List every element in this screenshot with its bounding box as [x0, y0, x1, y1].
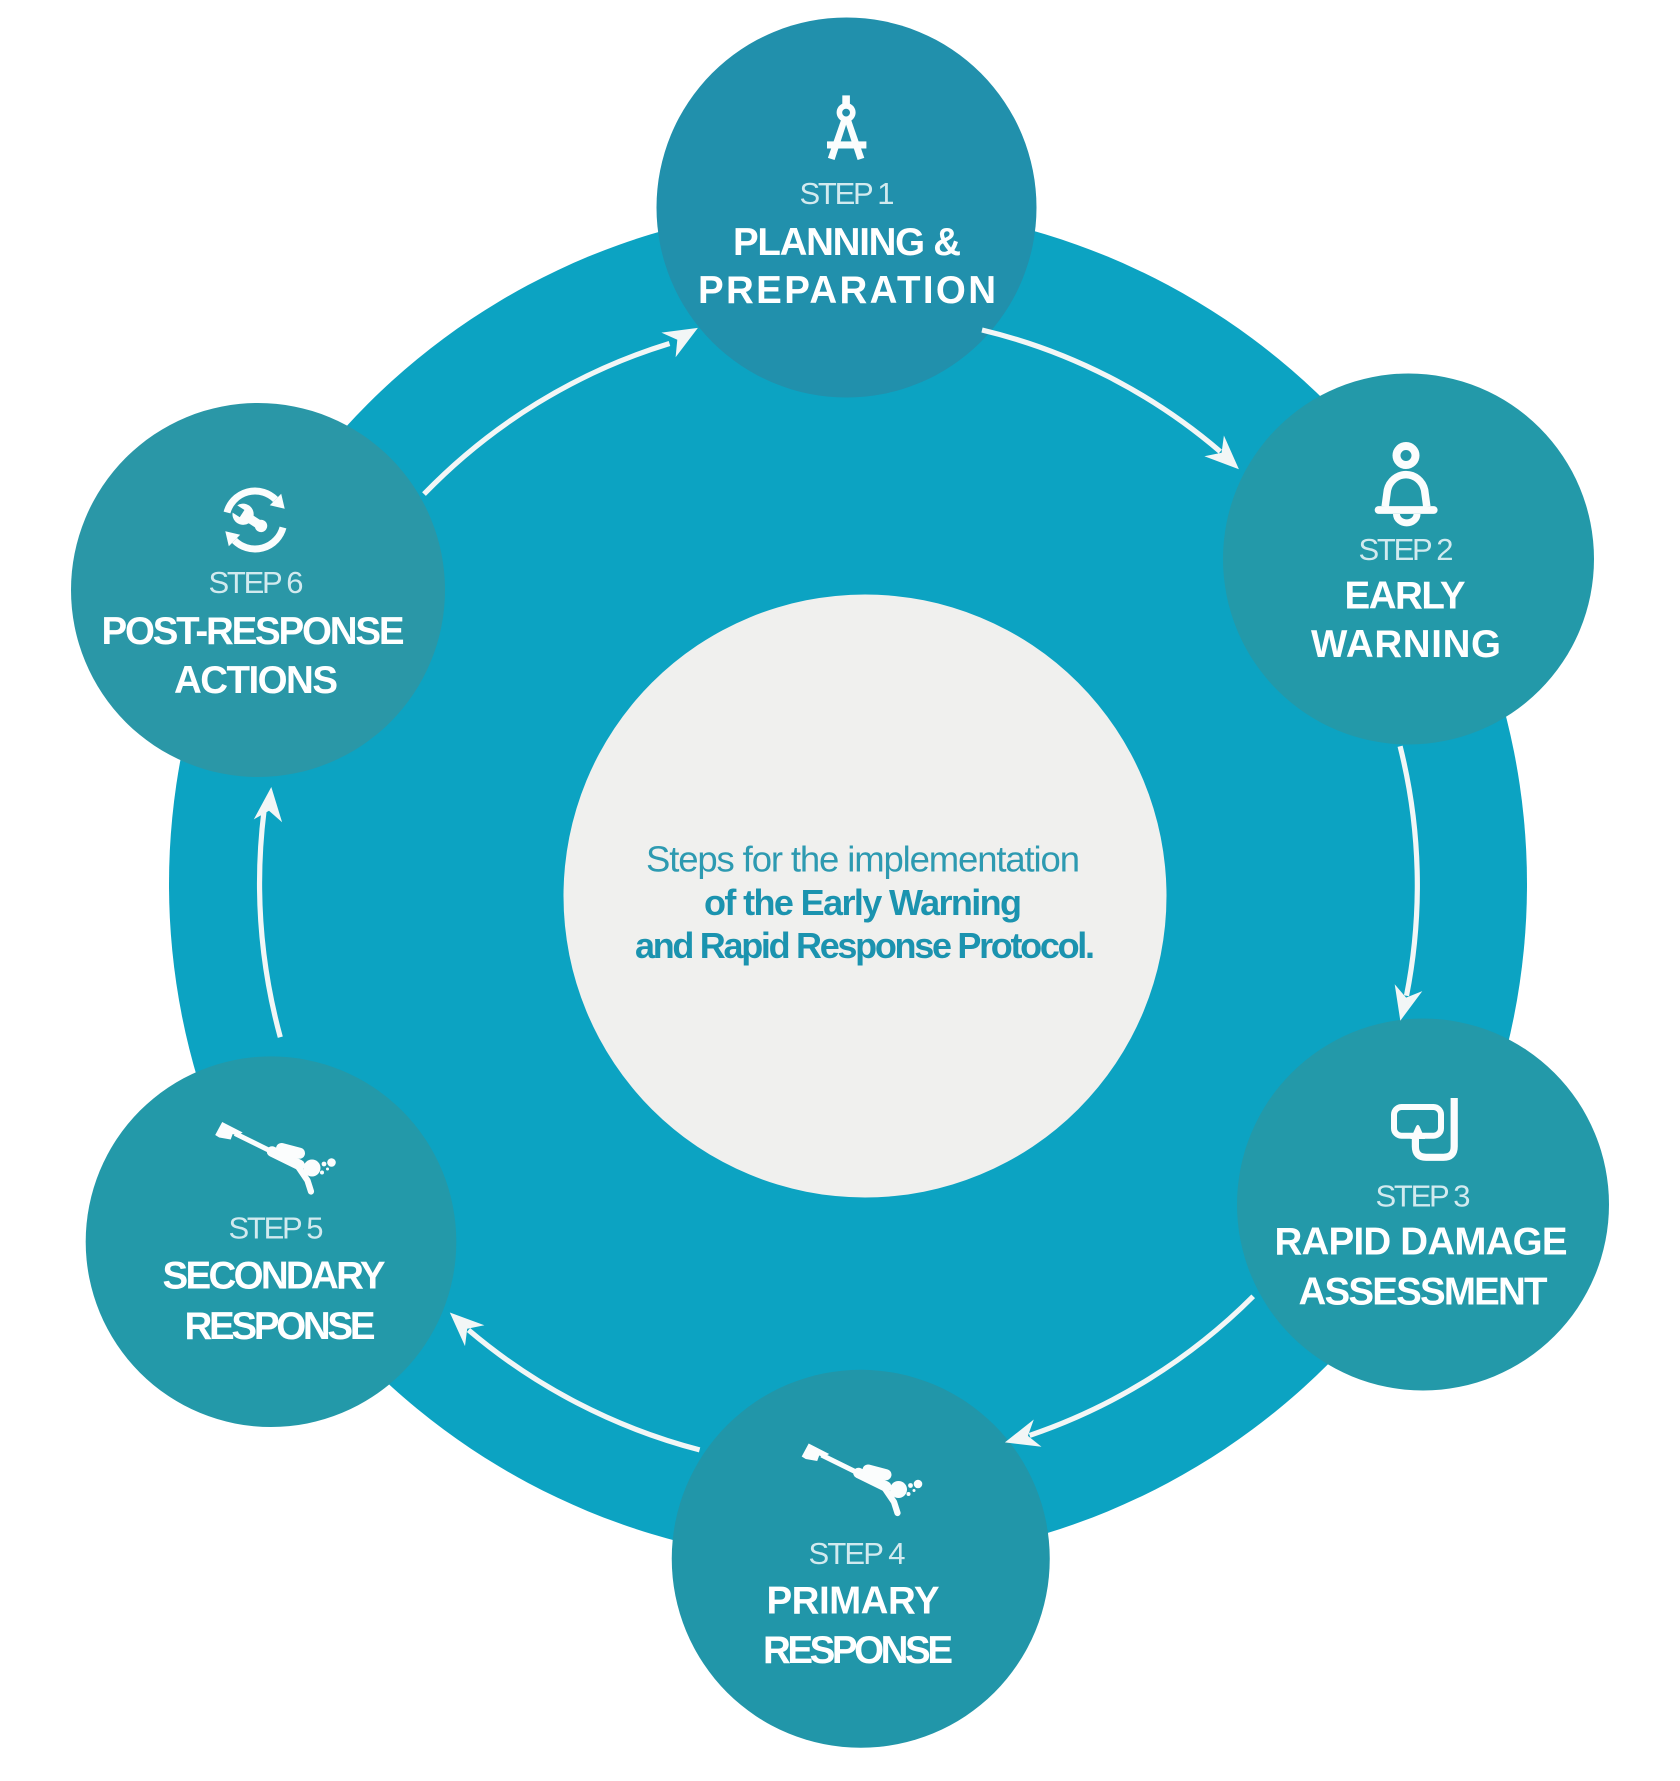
svg-text:PRIMARY: PRIMARY [767, 1580, 940, 1623]
svg-text:PLANNING &: PLANNING & [733, 221, 961, 264]
svg-text:EARLY: EARLY [1345, 575, 1466, 618]
svg-text:ACTIONS: ACTIONS [174, 659, 338, 702]
svg-text:RESPONSE: RESPONSE [763, 1629, 953, 1672]
svg-text:RESPONSE: RESPONSE [185, 1305, 376, 1348]
svg-text:STEP 3: STEP 3 [1376, 1179, 1471, 1214]
svg-text:of the Early Warning: of the Early Warning [704, 882, 1022, 923]
svg-text:SECONDARY: SECONDARY [163, 1255, 386, 1298]
svg-text:ASSESSMENT: ASSESSMENT [1299, 1271, 1548, 1314]
svg-text:POST-RESPONSE: POST-RESPONSE [102, 610, 405, 653]
svg-text:STEP 5: STEP 5 [229, 1211, 324, 1246]
svg-text:STEP 2: STEP 2 [1359, 532, 1454, 567]
svg-text:STEP 1: STEP 1 [800, 176, 895, 211]
svg-text:STEP 6: STEP 6 [209, 565, 304, 600]
svg-text:PREPARATION: PREPARATION [698, 269, 996, 312]
svg-text:and Rapid Response Protocol.: and Rapid Response Protocol. [635, 925, 1095, 966]
svg-text:Steps for the implementation: Steps for the implementation [646, 838, 1080, 879]
svg-text:RAPID DAMAGE: RAPID DAMAGE [1275, 1221, 1568, 1264]
svg-text:WARNING: WARNING [1311, 623, 1501, 666]
svg-text:STEP 4: STEP 4 [809, 1536, 906, 1571]
